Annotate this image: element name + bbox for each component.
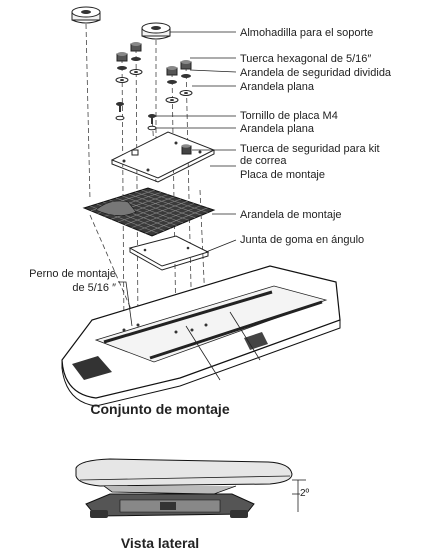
label-rubber-gasket: Junta de goma en ángulo bbox=[240, 234, 364, 246]
label-flat-washer-2: Arandela plana bbox=[240, 123, 315, 135]
label-pad: Almohadilla para el soporte bbox=[240, 27, 373, 39]
hex-nut-icon bbox=[180, 60, 192, 70]
m4-screws bbox=[115, 102, 157, 131]
leader-lines bbox=[118, 31, 237, 327]
label-strap-lock-nut-line2: de correa bbox=[240, 155, 287, 167]
label-strap-lock-nut-line1: Tuerca de seguridad para kit bbox=[240, 143, 380, 155]
angle-label: 2º bbox=[300, 488, 310, 499]
hex-nuts bbox=[116, 42, 192, 76]
mount-washer-grid bbox=[82, 187, 216, 237]
label-flat-washer-1: Arandela plana bbox=[240, 81, 315, 93]
label-split-lock-washer: Arandela de seguridad dividida bbox=[240, 67, 392, 79]
screw-icon bbox=[116, 102, 124, 112]
flat-washers-upper bbox=[115, 69, 193, 103]
mount-plate bbox=[110, 131, 216, 183]
left-pad bbox=[71, 6, 101, 24]
label-mount-bolt-line2: de 5/16 ″ bbox=[72, 282, 116, 294]
label-mount-washer: Arandela de montaje bbox=[240, 209, 342, 221]
screw-icon bbox=[148, 114, 156, 124]
deck-base bbox=[61, 265, 341, 407]
hex-nut-icon bbox=[116, 52, 128, 62]
rubber-gasket bbox=[128, 235, 210, 271]
label-hex-nut: Tuerca hexagonal de 5/16″ bbox=[240, 53, 371, 65]
label-mount-plate: Placa de montaje bbox=[240, 169, 325, 181]
strap-lock-nut bbox=[181, 144, 192, 155]
caption-side-view: Vista lateral bbox=[121, 535, 199, 551]
side-view bbox=[75, 458, 306, 518]
hex-nut-icon bbox=[166, 66, 178, 76]
hex-nut-icon bbox=[130, 42, 142, 52]
right-pad bbox=[141, 22, 171, 40]
label-m4-screw: Tornillo de placa M4 bbox=[240, 110, 338, 122]
caption-assembly: Conjunto de montaje bbox=[90, 401, 229, 417]
label-mount-bolt-line1: Perno de montaje bbox=[29, 268, 116, 280]
split-lock-washers bbox=[117, 57, 191, 84]
